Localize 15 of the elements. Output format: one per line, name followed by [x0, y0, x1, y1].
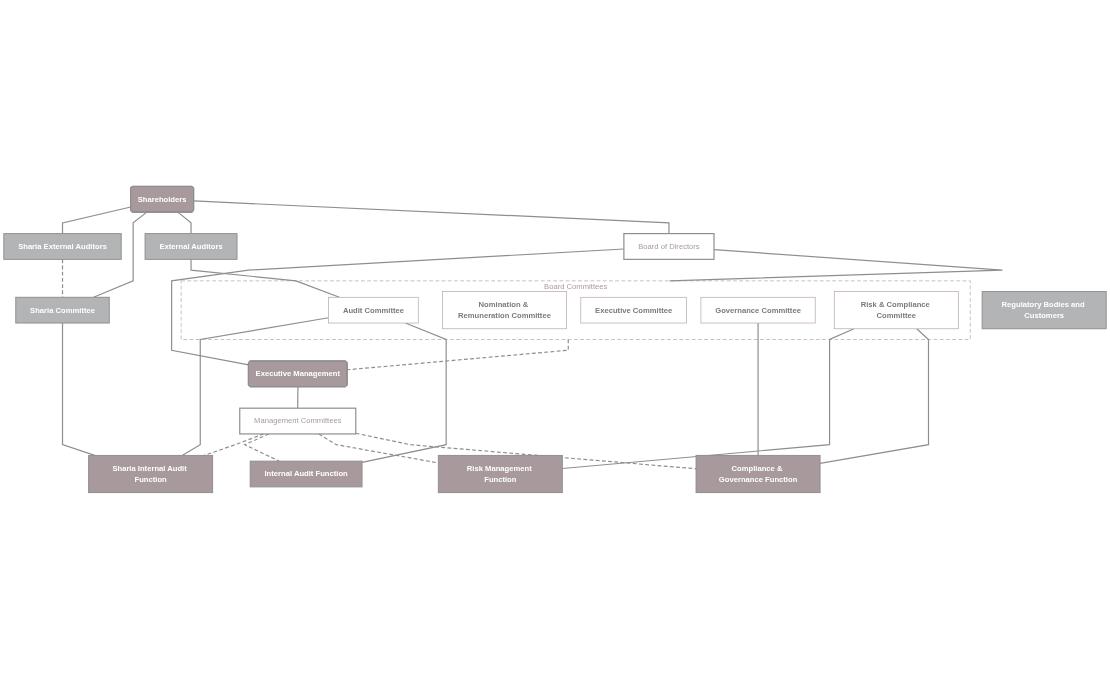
connector	[92, 211, 148, 298]
connector	[819, 328, 930, 464]
connector	[61, 206, 132, 235]
connector	[318, 433, 439, 464]
connector	[757, 322, 759, 456]
connector	[669, 249, 1004, 282]
connector	[181, 317, 330, 456]
connector	[561, 328, 855, 470]
connector	[355, 432, 697, 470]
connector	[61, 322, 96, 456]
connector	[177, 211, 192, 235]
connector	[193, 200, 670, 235]
connector	[361, 322, 447, 463]
connector	[190, 258, 340, 298]
connector	[297, 386, 299, 409]
